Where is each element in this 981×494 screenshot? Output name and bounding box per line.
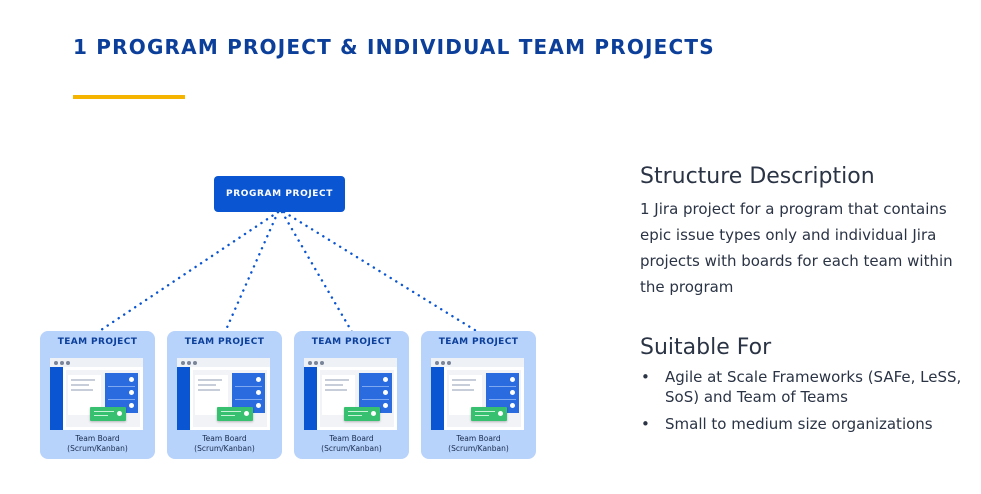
team-project-label: TEAM PROJECT [184, 337, 265, 347]
list-item: Small to medium size organizations [640, 414, 975, 434]
board-sidebar [431, 367, 444, 430]
team-project-card: TEAM PROJECT Team Board (Scr [294, 331, 409, 459]
title-underline [73, 95, 185, 99]
board-area [320, 370, 394, 427]
window-bar [304, 358, 397, 367]
list-item: Agile at Scale Frameworks (SAFe, LeSS, S… [640, 367, 975, 407]
board-column [359, 373, 392, 413]
board-area [66, 370, 140, 427]
board-card [471, 407, 507, 421]
suitable-list: Agile at Scale Frameworks (SAFe, LeSS, S… [640, 367, 975, 441]
team-project-card: TEAM PROJECT Team Board (Scr [40, 331, 155, 459]
board-card [90, 407, 126, 421]
team-board-caption: Team Board (Scrum/Kanban) [67, 434, 128, 453]
window-bar [50, 358, 143, 367]
team-board-illustration [431, 358, 524, 430]
board-card [217, 407, 253, 421]
board-sidebar [304, 367, 317, 430]
board-column [105, 373, 138, 413]
connector-line-2 [223, 210, 280, 334]
window-bar [177, 358, 270, 367]
structure-description: 1 Jira project for a program that contai… [640, 200, 953, 296]
board-area [447, 370, 521, 427]
program-project-label: PROGRAM PROJECT [226, 189, 333, 199]
team-project-label: TEAM PROJECT [438, 337, 519, 347]
page-title: 1 PROGRAM PROJECT & INDIVIDUAL TEAM PROJ… [73, 35, 715, 59]
team-project-label: TEAM PROJECT [311, 337, 392, 347]
board-card [344, 407, 380, 421]
team-project-card: TEAM PROJECT Team Board (Scr [421, 331, 536, 459]
team-board-illustration [177, 358, 270, 430]
team-project-card: TEAM PROJECT Team Board (Scr [167, 331, 282, 459]
team-board-illustration [304, 358, 397, 430]
team-project-label: TEAM PROJECT [57, 337, 138, 347]
team-board-caption: Team Board (Scrum/Kanban) [194, 434, 255, 453]
program-project-box: PROGRAM PROJECT [214, 176, 345, 212]
team-board-illustration [50, 358, 143, 430]
team-board-caption: Team Board (Scrum/Kanban) [321, 434, 382, 453]
board-sidebar [177, 367, 190, 430]
connector-line-3 [280, 210, 354, 334]
board-sidebar [50, 367, 63, 430]
team-board-caption: Team Board (Scrum/Kanban) [448, 434, 509, 453]
suitable-heading: Suitable For [640, 335, 772, 360]
connector-line-4 [282, 210, 480, 334]
structure-heading: Structure Description [640, 164, 875, 189]
window-bar [431, 358, 524, 367]
board-column [232, 373, 265, 413]
board-area [193, 370, 267, 427]
board-column [486, 373, 519, 413]
